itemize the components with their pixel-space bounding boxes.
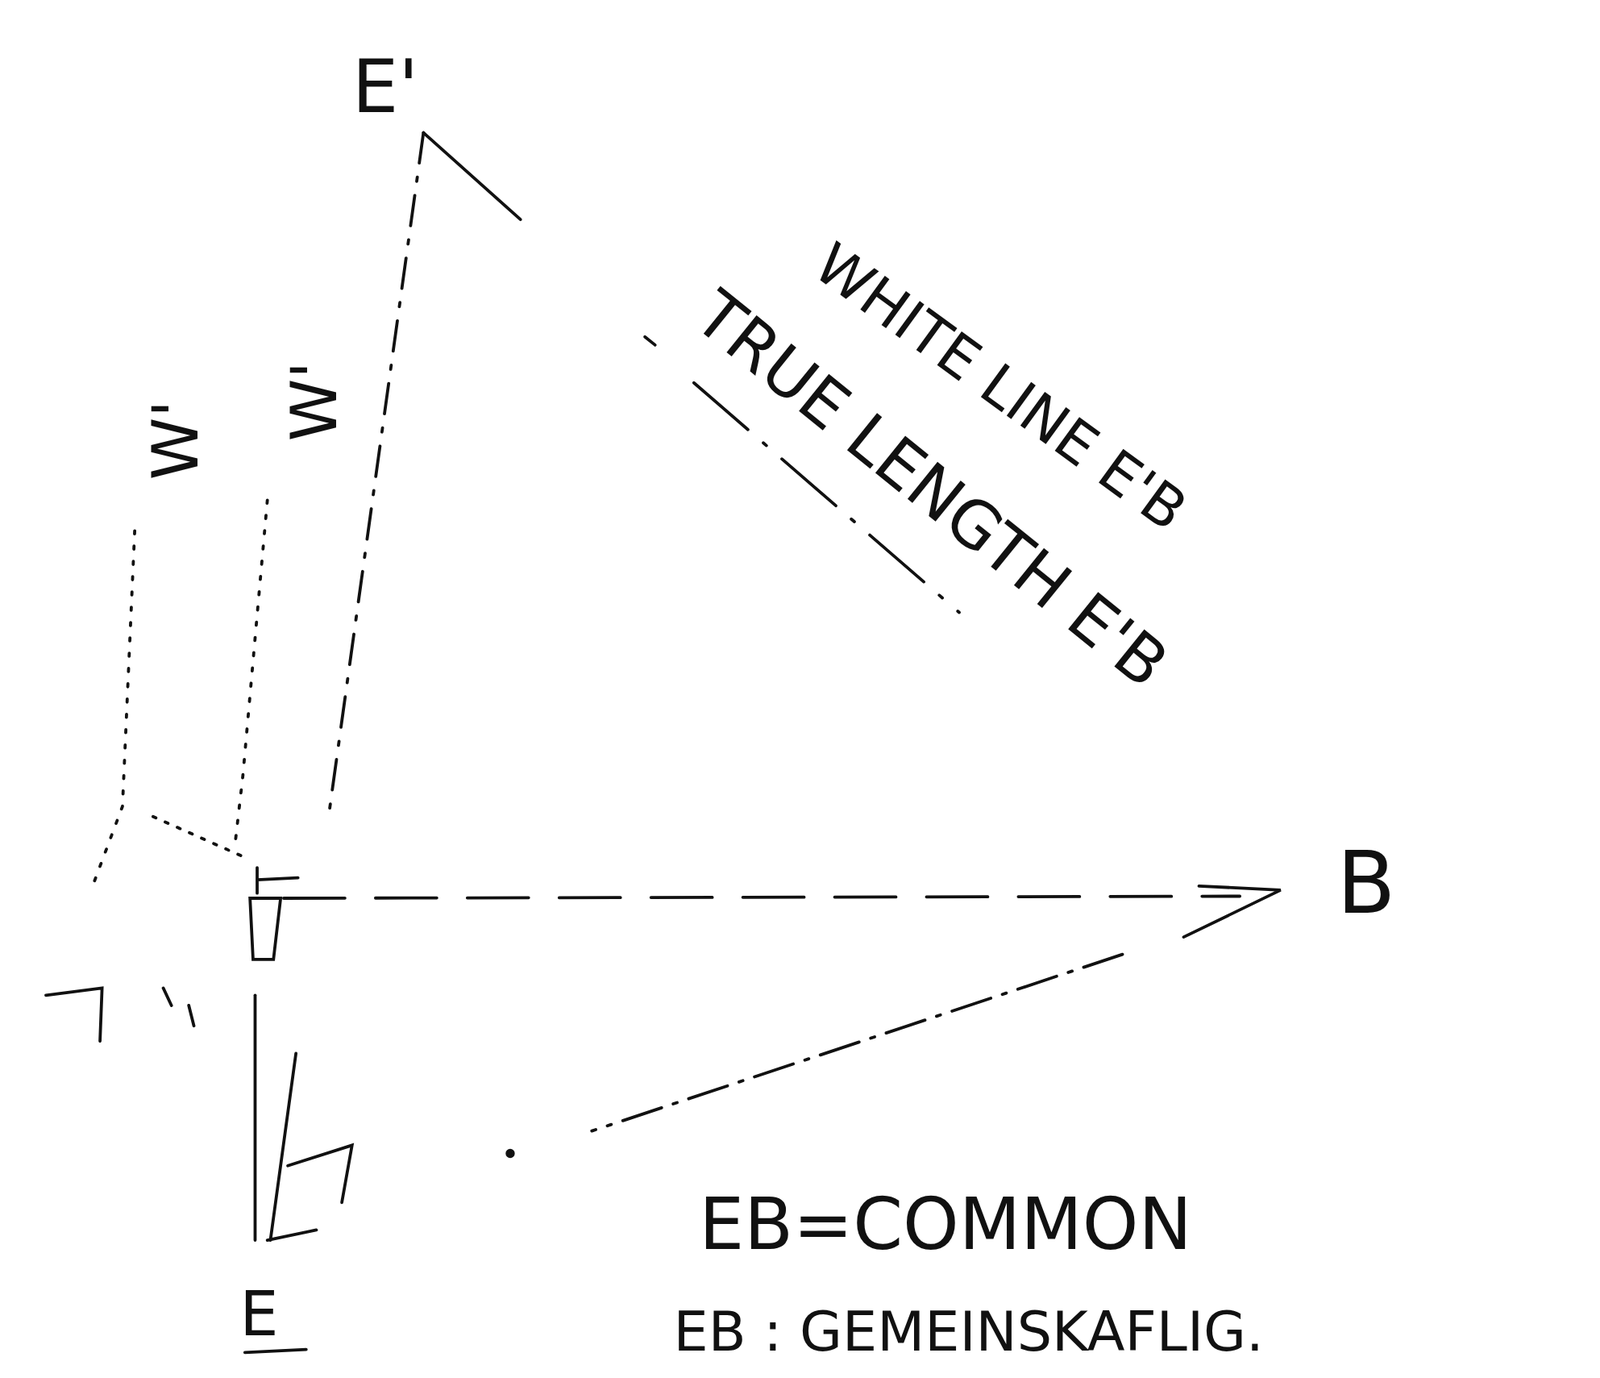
projector-line [253,994,258,1240]
projector-line [423,132,520,221]
projector-line [591,954,1123,1131]
point-label: E' [352,49,420,124]
dotted-line [91,530,135,888]
dashed-line [644,336,656,345]
corner-mark [267,1229,317,1240]
right-angle-mark [287,1144,353,1202]
projector-line [270,1052,296,1240]
tick-mark [45,987,195,1041]
point-label: W' [143,399,207,480]
right-angle-mark [249,897,281,960]
point-label: B [1336,839,1396,926]
note-text: EB=COMMON [698,1188,1193,1261]
underline-mark [245,1349,307,1353]
point-dot [507,1150,514,1157]
dotted-line [153,816,246,858]
point-label: W' [282,361,346,441]
dotted-line [234,499,268,847]
point-label: E [239,1284,279,1346]
arrow-head [1183,885,1280,937]
line-label: WHITE LINE E'B [804,233,1196,541]
dashed-line [283,895,1240,898]
corner-mark [257,867,299,894]
projector-line [328,132,424,817]
note-text: EB : GEMEINSKAFLIG. [673,1304,1264,1359]
